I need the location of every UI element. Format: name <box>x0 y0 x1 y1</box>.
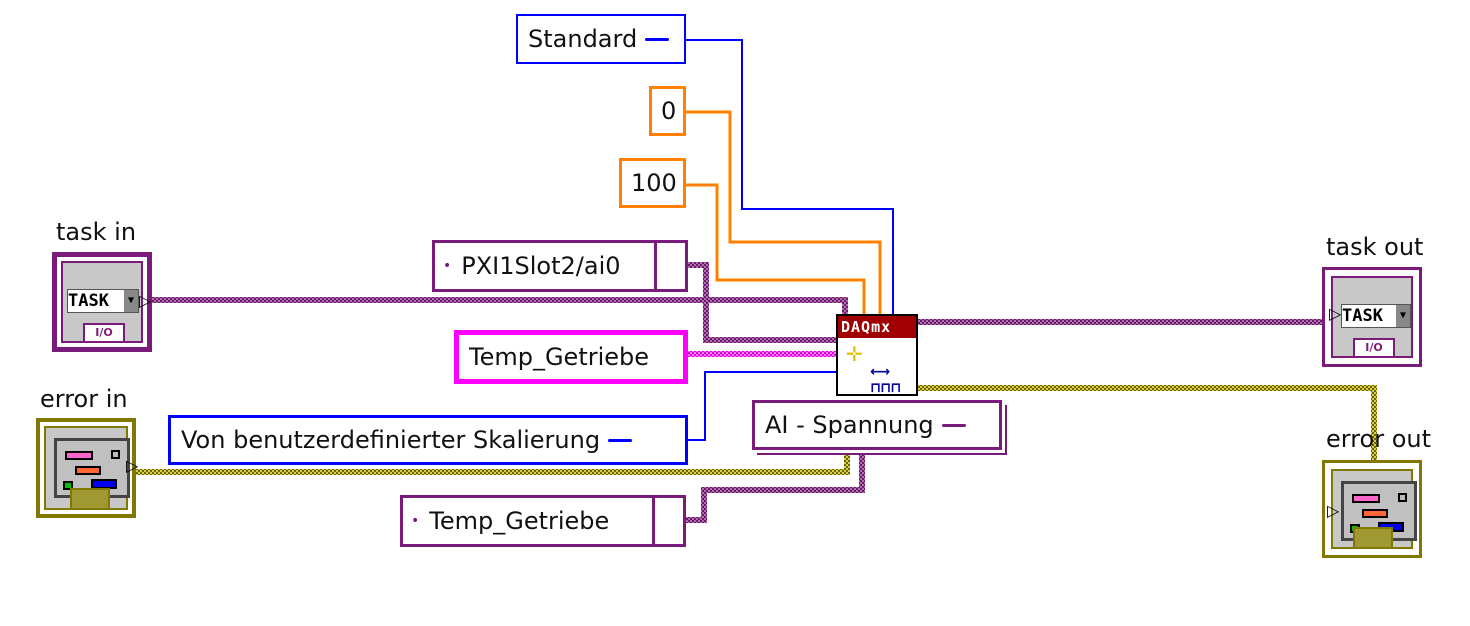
task-out-terminal[interactable]: ▷ TASK ▼ I/O <box>1322 267 1422 367</box>
node-header: DAQmx <box>838 316 916 338</box>
daqmx-create-channel-node[interactable]: DAQmx ✛ ⟷⊓⊓⊓ <box>836 314 918 396</box>
input-arrow-icon: ▷ <box>1329 304 1342 323</box>
physical-channel-constant[interactable]: • PXI1Slot2/ai0 <box>432 240 688 292</box>
browse-button[interactable] <box>654 243 685 289</box>
terminal-config-constant[interactable]: Standard <box>516 14 686 64</box>
error-out-terminal[interactable]: ▷ <box>1322 460 1422 558</box>
cluster-badge-icon <box>70 488 110 510</box>
selector-arrow-icon <box>941 423 966 427</box>
wire-min-value <box>684 110 882 314</box>
task-out-label: task out <box>1326 233 1424 261</box>
custom-scale-constant[interactable]: • Temp_Getriebe <box>400 495 686 547</box>
output-terminal-icon <box>608 438 633 442</box>
cluster-badge-icon <box>1353 527 1393 549</box>
max-value-constant[interactable]: 100 <box>619 158 686 208</box>
output-terminal-icon <box>645 37 670 41</box>
input-arrow-icon: ▷ <box>1327 501 1340 520</box>
units-constant[interactable]: Von benutzerdefinierter Skalierung <box>168 415 688 465</box>
dropdown-arrow-icon[interactable]: ▼ <box>1396 305 1410 327</box>
min-value-constant[interactable]: 0 <box>649 86 686 136</box>
wire-max-value <box>684 183 866 314</box>
browse-button[interactable] <box>652 498 683 544</box>
wire-units <box>684 371 836 441</box>
error-out-label: error out <box>1326 425 1432 453</box>
wire-task-in <box>148 297 848 314</box>
wire-error-in <box>134 452 850 475</box>
io-badge: I/O <box>1353 338 1395 358</box>
wire-terminal-config <box>684 39 894 314</box>
task-type-label: TASK <box>68 291 109 311</box>
channel-name-constant[interactable]: Temp_Getriebe <box>454 330 688 384</box>
output-arrow-icon: ▷ <box>126 456 139 475</box>
polymorphic-selector[interactable]: AI - Spannung <box>752 400 1002 450</box>
task-in-terminal[interactable]: TASK ▼ ▷ I/O <box>52 252 152 352</box>
io-badge: I/O <box>83 323 125 343</box>
wire-physical-channel <box>686 262 836 343</box>
output-arrow-icon: ▷ <box>139 291 152 310</box>
wire-custom-scale <box>684 452 865 523</box>
timing-icon: ⟷⊓⊓⊓ <box>870 364 901 396</box>
error-in-terminal[interactable]: ▷ <box>36 418 139 518</box>
channel-icon: ✛ <box>846 342 863 366</box>
error-in-label: error in <box>40 385 128 413</box>
dropdown-arrow-icon[interactable]: ▼ <box>124 290 138 312</box>
task-in-label: task in <box>56 218 137 246</box>
wire-error-out <box>918 385 1377 470</box>
task-type-label: TASK <box>1342 306 1383 326</box>
